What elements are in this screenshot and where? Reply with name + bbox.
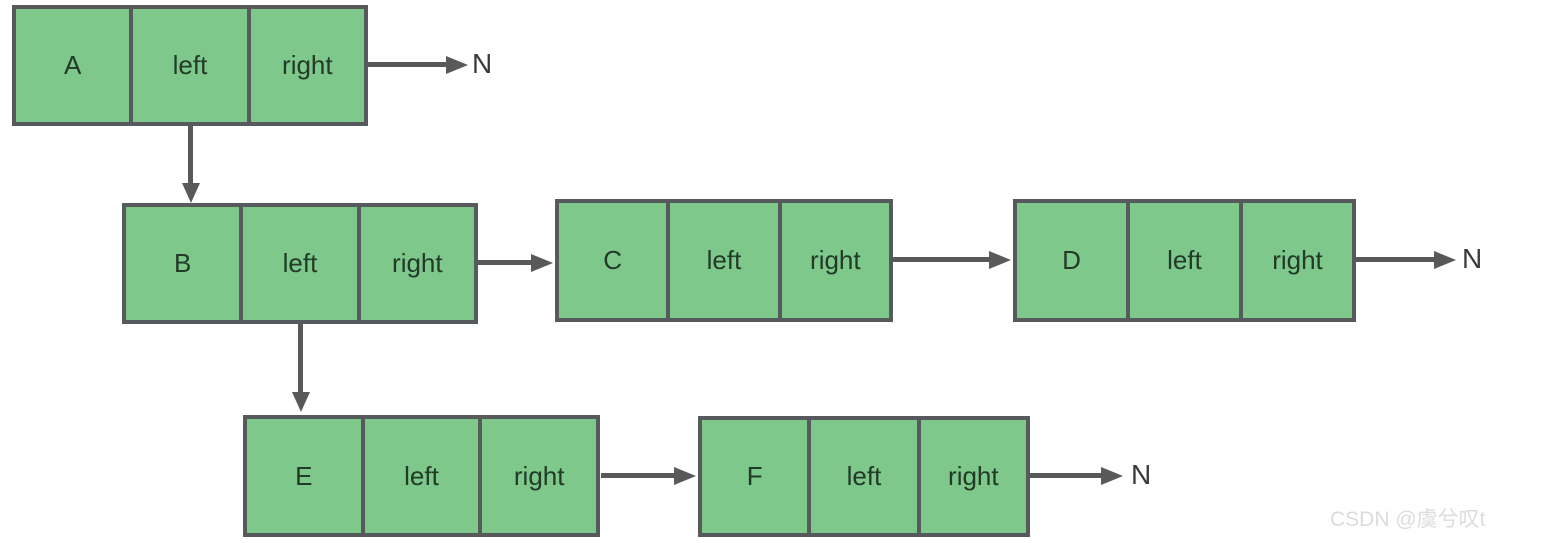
null-label-after-D: N: [1462, 243, 1483, 274]
null-label-after-A: N: [472, 48, 493, 79]
node-B-right-pointer-cell: right: [392, 248, 443, 278]
node-A-right-pointer-cell: right: [282, 50, 333, 80]
null-label-after-F: N: [1131, 459, 1152, 490]
node-C-data-cell: C: [559, 203, 671, 318]
node-A-left-pointer-cell: left: [133, 9, 251, 122]
node-D-right-pointer-cell: right: [1272, 245, 1323, 275]
node-F-left-pointer-cell: left: [811, 420, 921, 533]
arrow-D-right-to-null-icon: [1356, 257, 1434, 262]
node-E-right-pointer-cell: right: [513, 460, 565, 491]
arrow-A-right-to-null-icon: [368, 62, 446, 67]
node-F-data-cell: F: [702, 420, 812, 533]
node-F: F left right: [698, 416, 1030, 537]
node-B: B left right: [122, 203, 478, 324]
node-A-data-cell: A: [16, 9, 134, 122]
arrow-A-left-to-B-icon: [188, 126, 193, 183]
node-E: E left right: [243, 415, 600, 537]
node-B-left-pointer-cell: left: [243, 207, 361, 320]
node-E-left-pointer-cell: left: [365, 419, 483, 533]
node-A: A left right: [12, 5, 368, 126]
node-D-left-pointer-cell: left: [1130, 203, 1243, 318]
node-C-right-pointer-cell: right: [810, 245, 861, 275]
node-F-right-pointer-cell: right: [948, 461, 999, 491]
arrow-C-right-to-D-icon: [893, 257, 989, 262]
arrow-F-right-to-null-icon: [1030, 473, 1101, 478]
arrow-B-left-to-E-icon: [298, 324, 303, 392]
arrow-B-right-to-C-icon: [478, 260, 531, 265]
csdn-watermark: CSDN @虞兮叹t: [1330, 508, 1486, 531]
node-B-data-cell: B: [126, 207, 244, 320]
node-C: C left right: [555, 199, 893, 322]
node-D: D left right: [1013, 199, 1356, 322]
node-E-data-cell: E: [247, 419, 365, 533]
node-C-left-pointer-cell: left: [670, 203, 782, 318]
arrow-E-right-to-F-icon: [601, 473, 674, 478]
node-D-data-cell: D: [1017, 203, 1130, 318]
